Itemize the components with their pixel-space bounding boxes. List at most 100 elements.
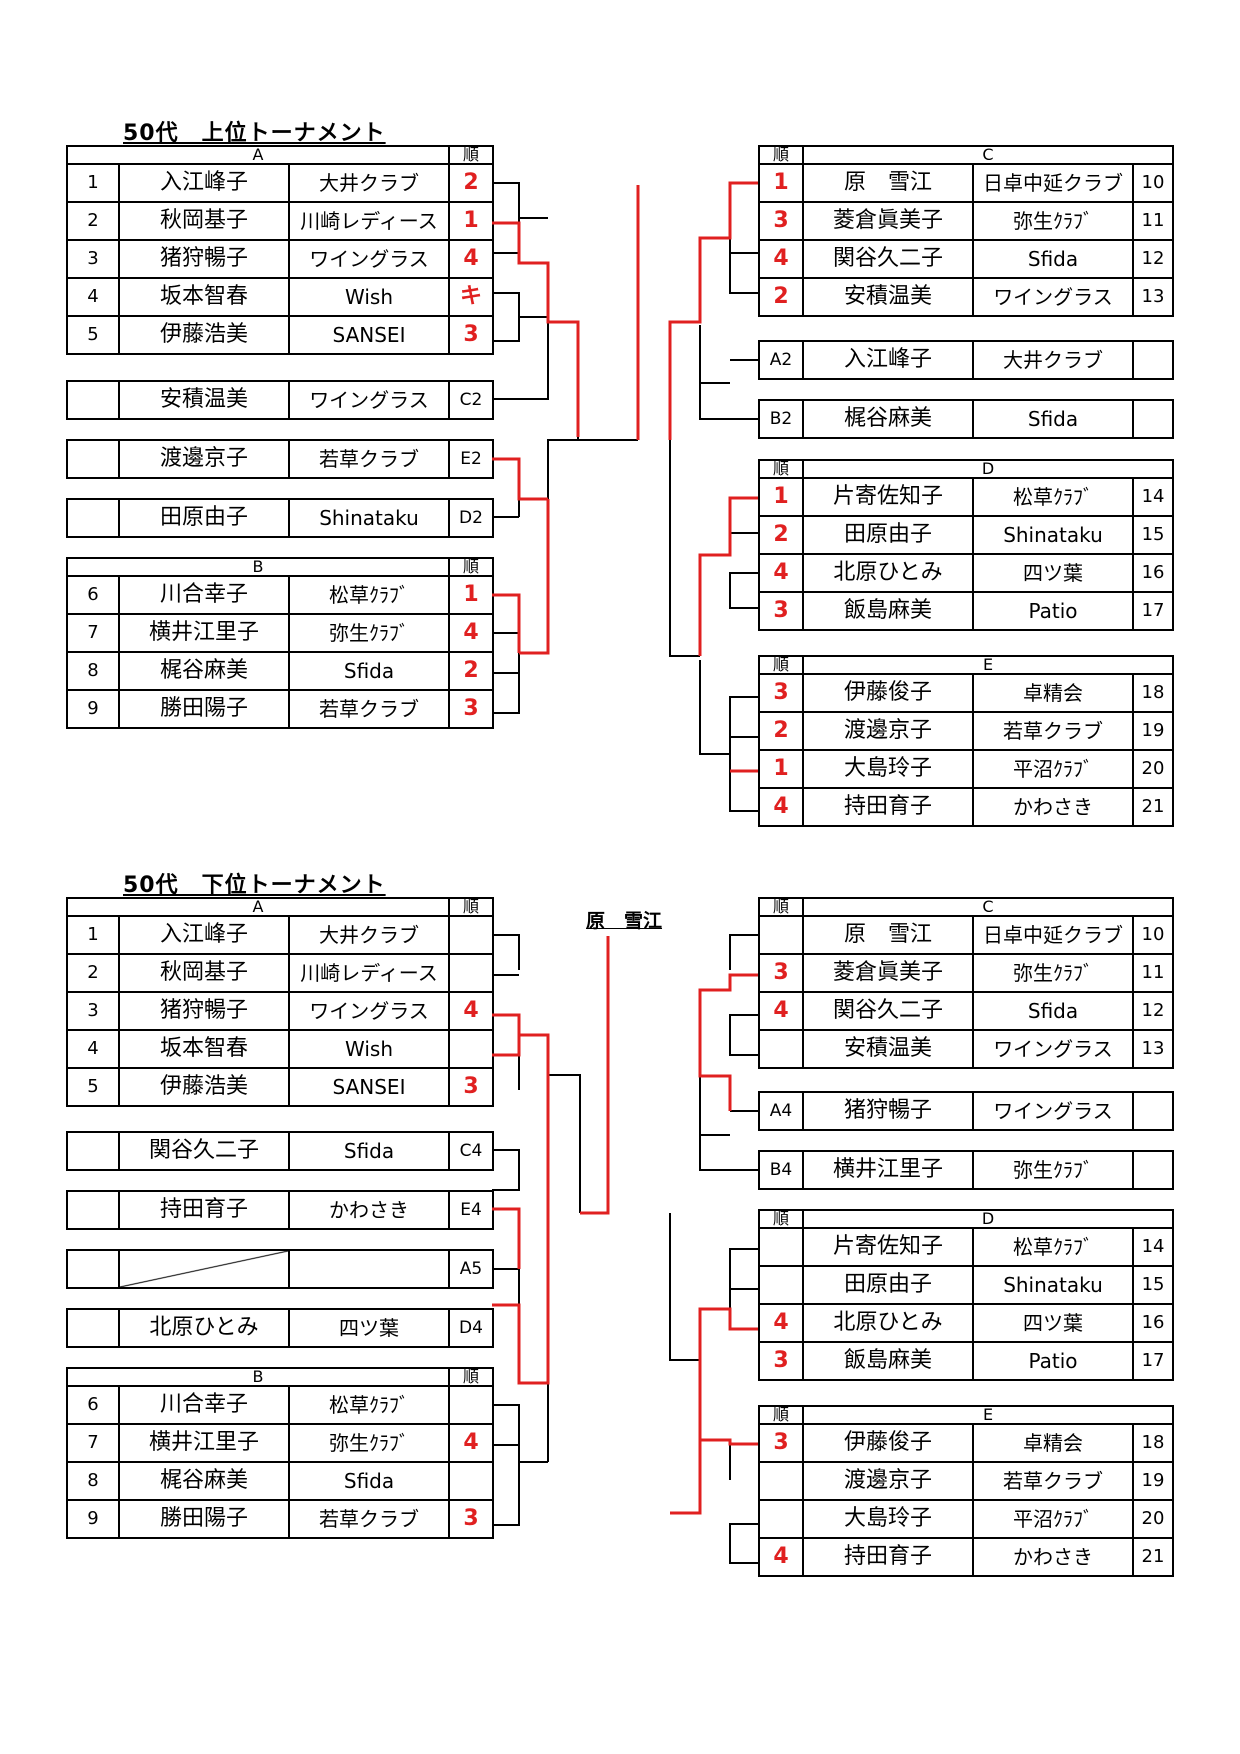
player-rank: 4	[758, 239, 804, 279]
player-rank: 3	[448, 1067, 495, 1107]
player-number: 19	[1131, 1461, 1175, 1501]
player-number: 5	[66, 315, 120, 355]
player-name: 渡邊京子	[802, 1461, 974, 1501]
player-number: 4	[66, 1029, 120, 1069]
player-name: 北原ひとみ	[802, 553, 974, 593]
bracket-line	[492, 322, 549, 400]
player-rank	[758, 915, 804, 955]
player-club: 松草ｸﾗﾌﾞ	[288, 575, 450, 615]
seed-label: B2	[758, 399, 804, 439]
player-rank: 3	[448, 1499, 494, 1539]
seed-label: D4	[448, 1308, 494, 1348]
player-club: かわさき	[972, 787, 1134, 827]
player-rank: 4	[758, 553, 804, 593]
player-rank: 3	[758, 953, 804, 993]
player-number: 3	[66, 991, 120, 1031]
player-number: 21	[1131, 1537, 1175, 1577]
player-name: 原 雪江	[802, 915, 974, 955]
player-rank: 3	[758, 1341, 804, 1381]
player-number: 18	[1131, 1423, 1175, 1463]
rank-header: 順	[448, 145, 495, 165]
player-name: 横井江里子	[802, 1150, 974, 1190]
player-club: Sfida	[972, 991, 1134, 1031]
player-name: 猪狩暢子	[118, 239, 290, 279]
bye-slash-cell	[118, 1249, 290, 1289]
player-rank: キ	[448, 277, 495, 317]
player-rank: 3	[448, 315, 495, 355]
group-label: B	[66, 1367, 450, 1387]
player-rank	[758, 1029, 804, 1069]
bracket-line	[669, 440, 700, 657]
player-club: 弥生ｸﾗﾌﾞ	[972, 1150, 1134, 1190]
player-rank: 2	[758, 277, 804, 317]
player-club: 若草クラブ	[288, 1499, 450, 1539]
player-rank	[448, 953, 495, 993]
player-club: ワイングラス	[972, 1091, 1134, 1131]
bracket-line	[492, 1268, 520, 1309]
rank-header: 順	[448, 897, 495, 917]
bracket-line	[492, 1149, 520, 1191]
player-club: 弥生ｸﾗﾌﾞ	[288, 1423, 450, 1463]
seed-label: B4	[758, 1150, 804, 1190]
player-club: Sfida	[288, 1461, 450, 1501]
player-club: 日卓中延クラブ	[972, 915, 1134, 955]
player-name: 伊藤俊子	[802, 673, 974, 713]
player-club: 若草クラブ	[288, 689, 450, 729]
player-name: 関谷久二子	[118, 1131, 290, 1171]
player-number: 7	[66, 1423, 120, 1463]
group-label: D	[801, 459, 1175, 479]
rank-header: 順	[758, 655, 804, 675]
player-rank: 3	[758, 673, 804, 713]
bracket-line	[729, 1443, 758, 1564]
player-club: 弥生ｸﾗﾌﾞ	[972, 201, 1134, 241]
player-club: SANSEI	[287, 1067, 451, 1107]
player-number: 20	[1131, 749, 1175, 789]
rank-header: 順	[758, 145, 804, 165]
player-rank	[758, 1499, 804, 1539]
player-name: 渡邊京子	[802, 711, 974, 751]
player-rank: 3	[758, 201, 804, 241]
player-club: 日卓中延クラブ	[972, 163, 1134, 203]
player-club: 大井クラブ	[287, 163, 451, 203]
bracket-line-winner	[668, 181, 758, 440]
player-name: 菱倉眞美子	[802, 201, 974, 241]
player-club: 大井クラブ	[287, 915, 451, 955]
bracket-line	[699, 325, 758, 420]
player-club: Sfida	[288, 651, 450, 691]
rank-header: 順	[448, 557, 494, 577]
bracket-line	[548, 1074, 581, 1213]
player-name: 勝田陽子	[118, 1499, 290, 1539]
player-rank: 4	[448, 239, 495, 279]
player-name: 大島玲子	[802, 749, 974, 789]
player-name: 田原由子	[802, 515, 974, 555]
player-name: 入江峰子	[118, 915, 290, 955]
player-number: 12	[1132, 991, 1174, 1031]
player-club: Shinataku	[288, 498, 450, 538]
player-rank: 2	[758, 515, 804, 555]
player-number: 9	[66, 689, 120, 729]
player-name: 北原ひとみ	[802, 1303, 974, 1343]
player-name: 伊藤浩美	[118, 1067, 290, 1107]
player-name: 大島玲子	[802, 1499, 974, 1539]
player-name: 梶谷麻美	[118, 651, 290, 691]
player-name: 持田育子	[802, 1537, 974, 1577]
player-rank	[758, 1227, 804, 1267]
player-name: 川合幸子	[118, 1385, 290, 1425]
player-number: 16	[1131, 1303, 1175, 1343]
player-number: 10	[1132, 915, 1174, 955]
player-club: ワイングラス	[287, 991, 451, 1031]
bracket-line	[729, 696, 758, 812]
bracket-line-winner	[698, 1438, 758, 1513]
player-club: 若草クラブ	[972, 1461, 1134, 1501]
player-club: Wish	[287, 1029, 451, 1069]
player-rank: 2	[448, 163, 495, 203]
lower-single-row-bye: A5	[66, 1249, 494, 1289]
bracket-line-winner	[492, 221, 580, 437]
player-name: 安積温美	[802, 1029, 974, 1069]
